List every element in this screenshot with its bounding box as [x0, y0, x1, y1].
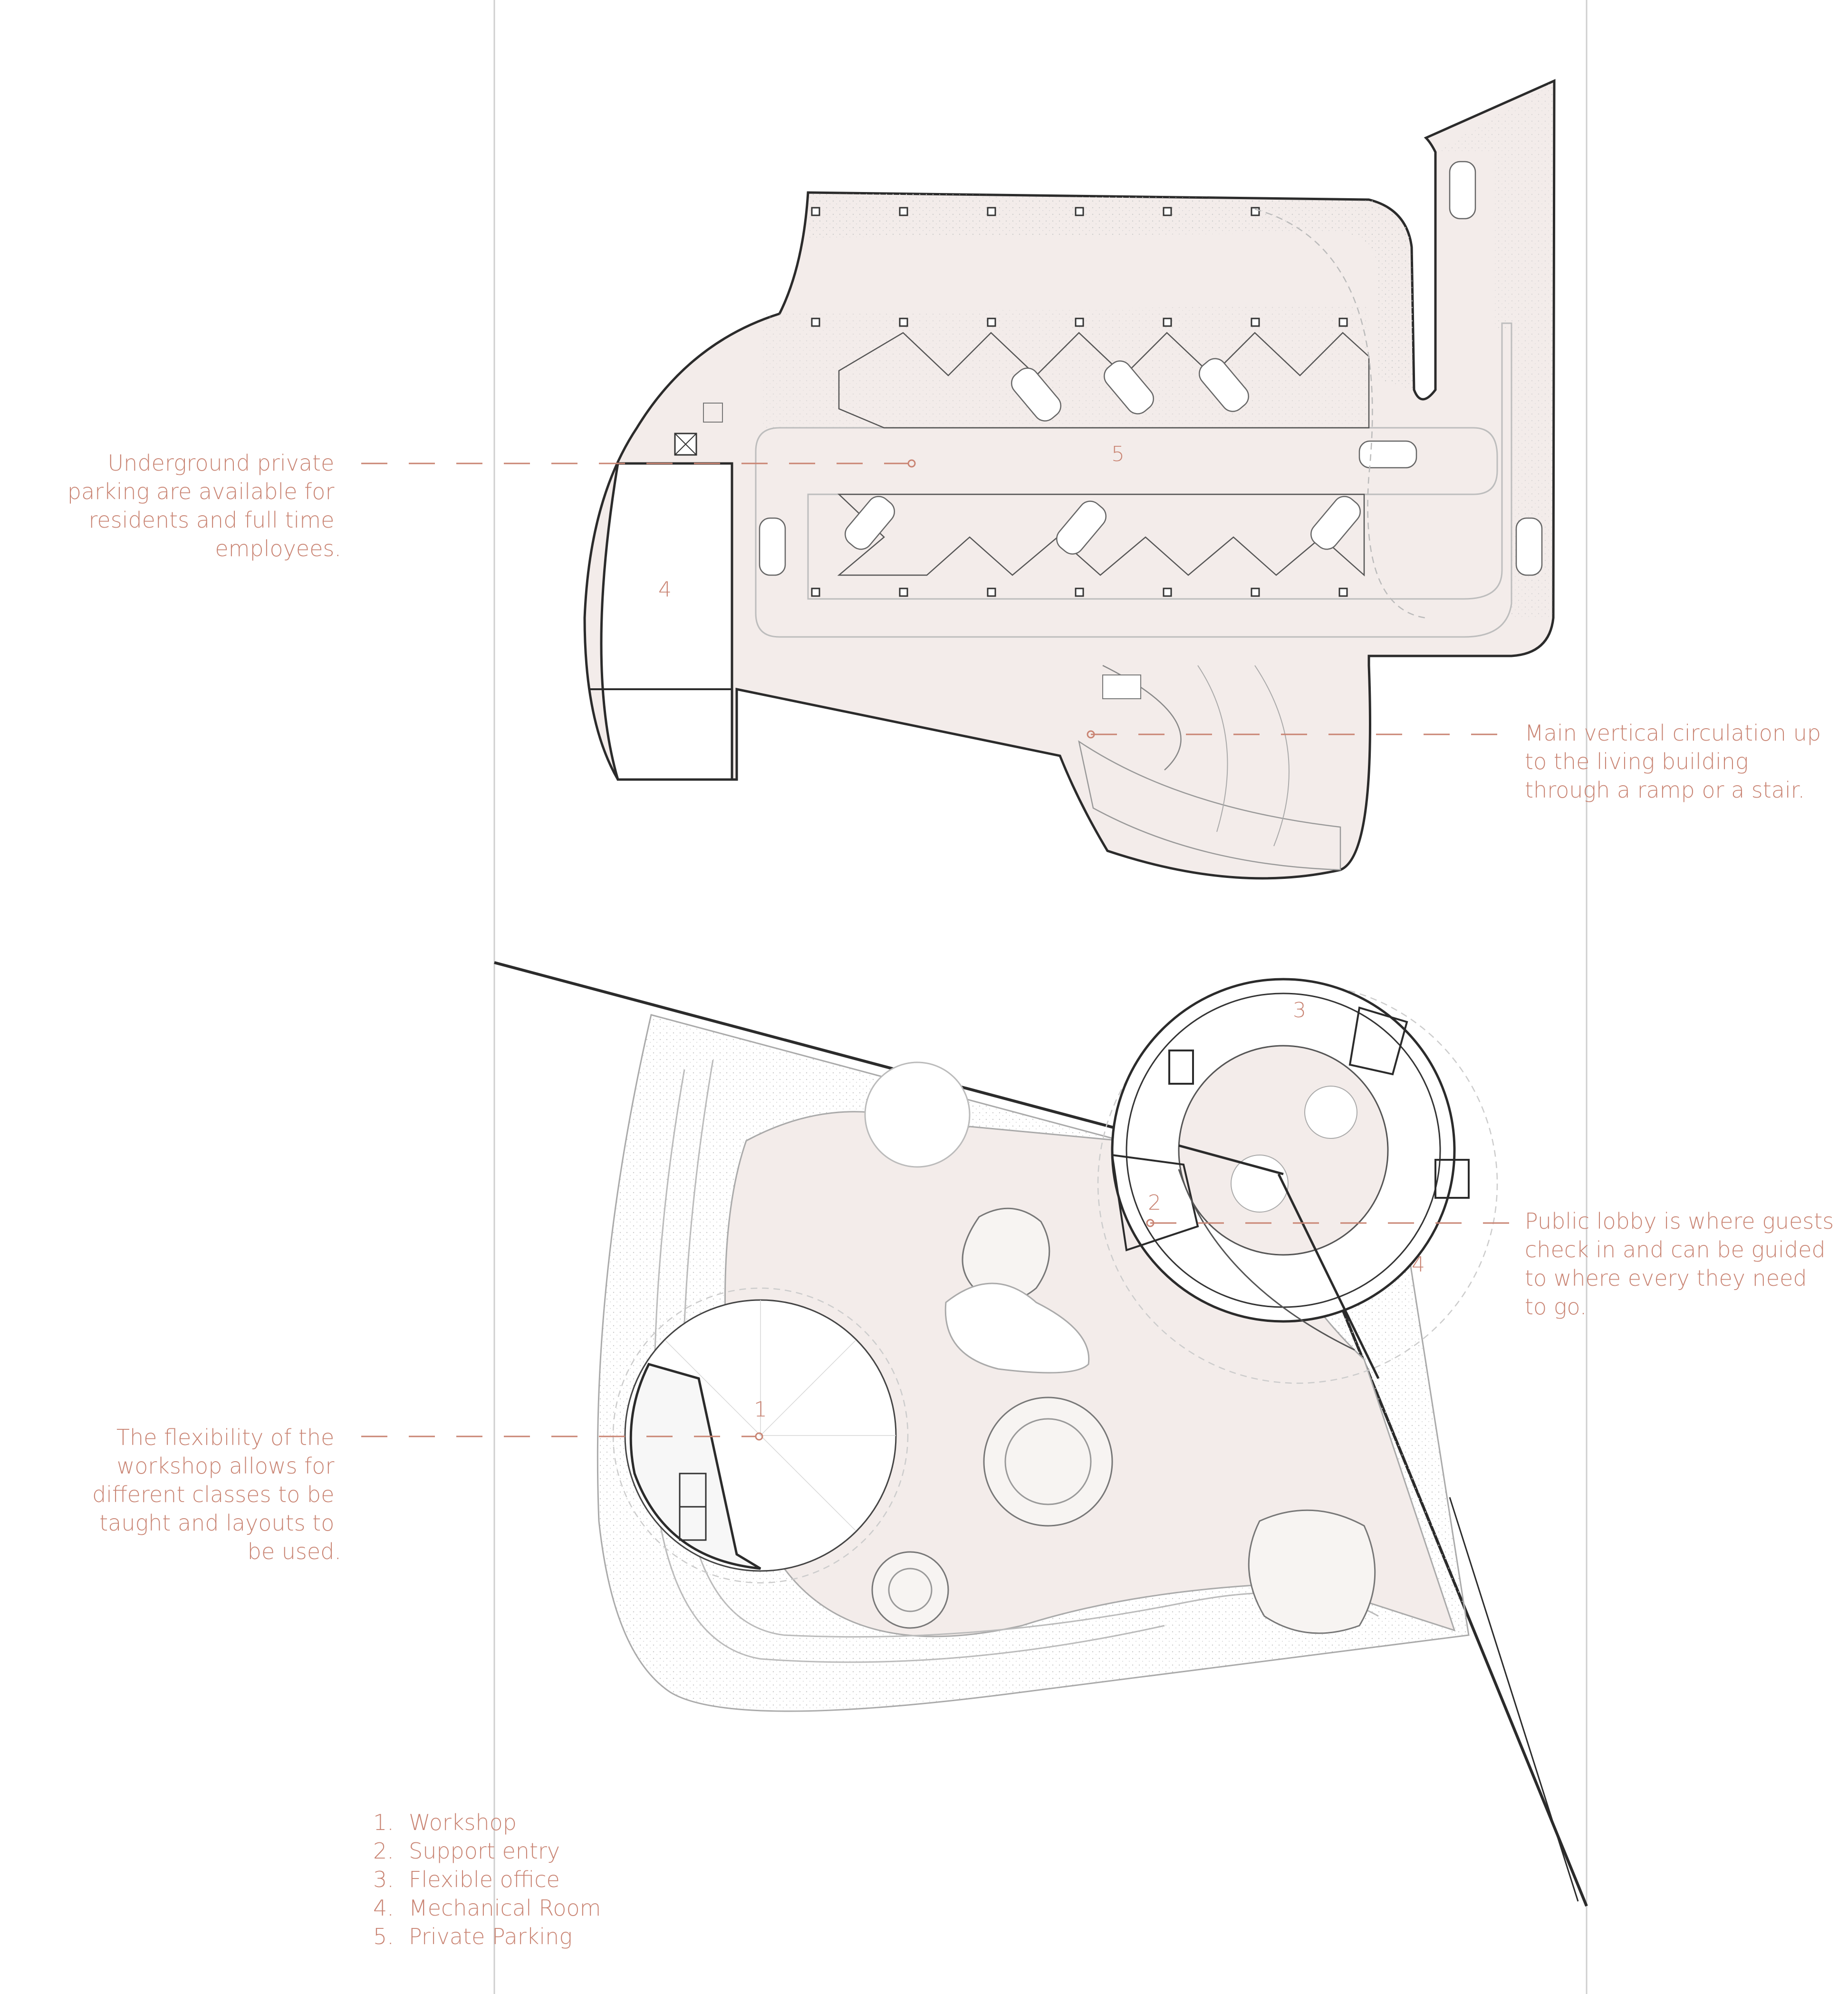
legend-item: 1. Workshop [373, 1810, 517, 1835]
parked-cars [759, 161, 1543, 576]
svg-text:3.: 3. [373, 1867, 394, 1892]
room-number-flexible-office: 3 [1293, 998, 1306, 1022]
annotation-workshop: The flexibility of the workshop allows f… [92, 1425, 341, 1564]
parking-stalls-bottom [837, 493, 1365, 577]
leader-lines [361, 462, 1511, 1437]
annotation-lobby: Public lobby is where guests check in an… [1525, 1208, 1841, 1320]
pond [944, 1282, 1090, 1374]
svg-text:Support entry: Support entry [409, 1838, 560, 1864]
legend-item: 2. Support entry [373, 1838, 560, 1864]
mechanical-room-upper [600, 462, 733, 781]
tree-icon [1248, 1509, 1376, 1634]
room-number-parking: 5 [1111, 442, 1125, 466]
parking-level-plan [583, 79, 1556, 880]
legend-item: 5. Private Parking [373, 1924, 572, 1949]
stair-icon [703, 403, 723, 423]
tree-icon [962, 1207, 1050, 1302]
tree-icon [983, 1397, 1113, 1527]
trees [871, 1207, 1376, 1634]
tree-icon [871, 1551, 949, 1629]
room-number-mechanical-lower: 4 [1412, 1252, 1425, 1277]
svg-text:Private Parking: Private Parking [409, 1924, 572, 1949]
svg-text:Flexible office: Flexible office [409, 1867, 560, 1892]
svg-text:Workshop: Workshop [409, 1810, 517, 1835]
annotation-parking: Underground private parking are availabl… [67, 450, 341, 561]
svg-text:5.: 5. [373, 1924, 394, 1949]
svg-text:4.: 4. [373, 1895, 394, 1921]
parking-outer-wall [583, 79, 1556, 880]
svg-text:1.: 1. [373, 1810, 394, 1835]
ground-level-plan [494, 961, 1588, 1907]
room-number-support-entry: 2 [1148, 1191, 1161, 1215]
workshop-pavilion [612, 1287, 909, 1584]
svg-text:Mechanical Room: Mechanical Room [409, 1895, 601, 1921]
room-number-mechanical-upper: 4 [658, 578, 672, 602]
room-number-workshop: 1 [754, 1397, 767, 1422]
svg-text:2.: 2. [373, 1838, 394, 1864]
parking-drive-aisle [755, 322, 1512, 638]
legend-item: 3. Flexible office [373, 1867, 560, 1892]
annotation-circulation: Main vertical circulation up to the livi… [1525, 720, 1828, 803]
site-boundary-north [494, 961, 1125, 1132]
circular-planter [864, 1061, 971, 1168]
circulation-ramp [1078, 740, 1341, 871]
lobby-building [1097, 978, 1498, 1384]
legend-item: 4. Mechanical Room [373, 1895, 601, 1921]
parking-columns [811, 207, 1348, 597]
legend: 1. Workshop 2. Support entry 3. Flexible… [373, 1810, 601, 1949]
